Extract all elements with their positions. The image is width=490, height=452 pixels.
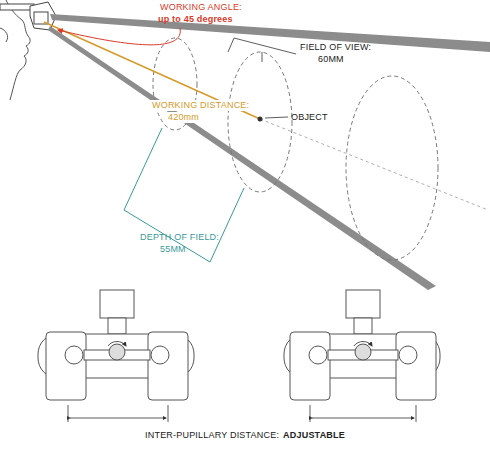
working-angle-arrow xyxy=(58,28,180,45)
object-point xyxy=(258,117,263,122)
depth-of-field-bracket xyxy=(124,128,244,262)
cone-lower-band xyxy=(48,26,436,290)
cone-upper-band xyxy=(50,14,490,52)
front-loupe-left xyxy=(38,290,194,400)
ipd-heading: INTER-PUPILLARY DISTANCE: xyxy=(145,430,279,441)
ipd-value: ADJUSTABLE xyxy=(283,430,345,441)
head-profile xyxy=(0,0,30,100)
object-label: OBJECT xyxy=(291,112,328,123)
loupe-headset xyxy=(0,2,56,30)
object-leader xyxy=(265,117,288,118)
fov-heading: FIELD OF VIEW: xyxy=(300,42,371,53)
field-of-view-tick xyxy=(262,52,263,62)
angle-heading: WORKING ANGLE: xyxy=(160,2,242,13)
distance-heading: WORKING DISTANCE: xyxy=(150,100,251,111)
front-loupe-right xyxy=(284,290,440,400)
fov-value: 60MM xyxy=(318,54,344,65)
angle-value: up to 45 degrees xyxy=(158,14,233,25)
working-distance-line xyxy=(44,22,260,119)
focus-planes xyxy=(153,38,438,260)
dof-heading: DEPTH OF FIELD: xyxy=(140,232,219,243)
ipd-brackets xyxy=(68,405,416,422)
axis-line xyxy=(260,119,488,210)
distance-value: 420mm xyxy=(166,112,201,123)
field-of-view-bracket xyxy=(228,38,296,54)
dof-value: 55MM xyxy=(160,244,186,255)
